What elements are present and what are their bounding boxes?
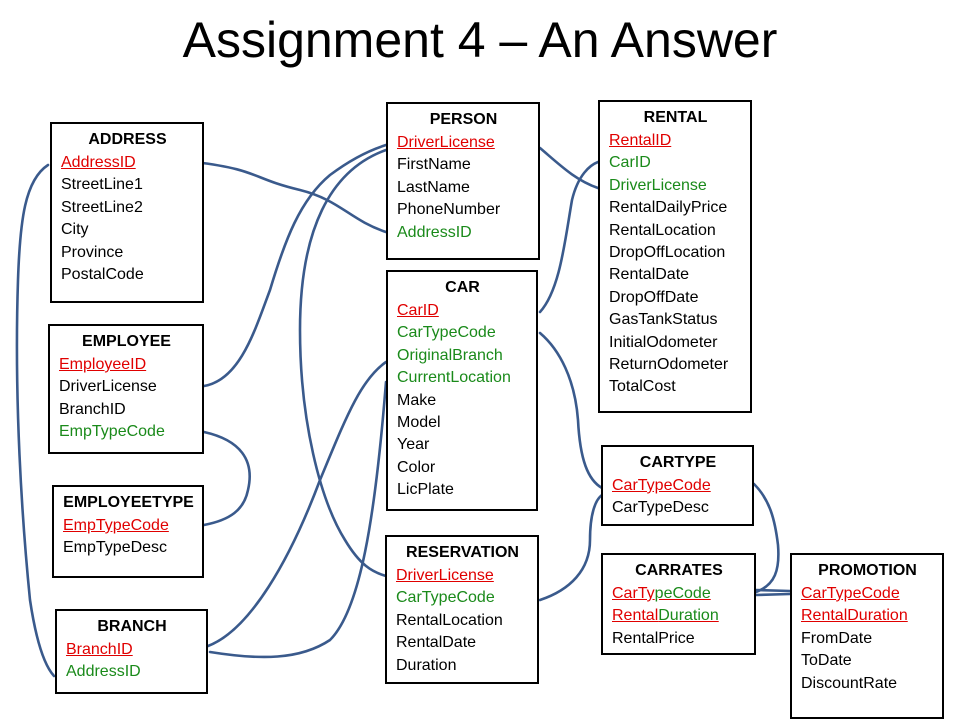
reservation-attr-rentallocation: RentalLocation: [396, 611, 503, 629]
link-branch-car-original: [206, 360, 388, 648]
reservation-attr-rentaldate: RentalDate: [396, 634, 477, 652]
link-address-person: [193, 160, 388, 234]
employeetype-title: EMPLOYEETYPE: [63, 494, 194, 511]
promotion-attr-cartypecode: CarTypeCode: [801, 585, 900, 602]
person-attr-driverlicense: DriverLicense: [397, 134, 495, 151]
cartype-attr-cartypedesc: CarTypeDesc: [612, 499, 709, 517]
cartype-attr-cartypecode: CarTypeCode: [612, 477, 711, 494]
person-attr-lastname: LastName: [397, 178, 470, 196]
address-attr-streetline1: StreetLine1: [61, 176, 143, 194]
cartype-title: CARTYPE: [639, 454, 717, 471]
link-person-rental: [538, 146, 600, 190]
rental-attr-rentallocation: RentalLocation: [609, 221, 716, 239]
rental-attr-driverlicense: DriverLicense: [609, 176, 707, 194]
rental-attr-totalcost: TotalCost: [609, 378, 676, 396]
car-attr-make: Make: [397, 391, 437, 409]
promotion-attr-todate: ToDate: [801, 652, 852, 670]
carrates-attr-rentalprice: RentalPrice: [612, 629, 695, 647]
link-branch-car-current: [208, 380, 388, 659]
rental-attr-rentaldailyprice: RentalDailyPrice: [609, 199, 728, 217]
car-attr-year: Year: [397, 436, 430, 454]
car-attr-currentlocation: CurrentLocation: [397, 369, 511, 387]
car-attr-originalbranch: OriginalBranch: [397, 346, 503, 364]
address-attr-postalcode: PostalCode: [61, 266, 144, 284]
rental-title: RENTAL: [643, 109, 708, 126]
page-title: Assignment 4 – An Answer: [182, 12, 778, 68]
employee-title: EMPLOYEE: [82, 333, 171, 350]
link-address-branch: [15, 163, 56, 678]
branch-attr-addressid: AddressID: [66, 663, 141, 681]
branch-attr-branchid: BranchID: [66, 641, 133, 658]
person-attr-firstname: FirstName: [397, 156, 471, 174]
carrates-attr-part-red: Rental: [612, 607, 659, 625]
link-employee-emptype: [202, 430, 251, 527]
carrates-attr-part-green: Duration: [658, 607, 719, 625]
reservation-title: RESERVATION: [406, 544, 519, 561]
promotion-title: PROMOTION: [818, 562, 917, 579]
car-title: CAR: [445, 279, 480, 296]
person-attr-addressid: AddressID: [397, 223, 472, 241]
address-attr-streetline2: StreetLine2: [61, 198, 143, 216]
rental-attr-dropofflocation: DropOffLocation: [609, 244, 726, 262]
rental-attr-rentaldate: RentalDate: [609, 266, 690, 284]
link-person-reservation: [298, 148, 388, 578]
promotion-attr-rentalduration: RentalDuration: [801, 607, 908, 625]
carrates-attr-cartypecode: CarTypeCode: [612, 583, 746, 605]
reservation-attr-cartypecode: CarTypeCode: [396, 589, 495, 607]
address-attr-province: Province: [61, 243, 124, 261]
address-attr-city: City: [61, 221, 89, 239]
entity-branch: BRANCH BranchID AddressID: [55, 609, 208, 694]
car-attr-color: Color: [397, 458, 436, 476]
link-car-rental: [538, 160, 600, 314]
promotion-attr-fromdate: FromDate: [801, 629, 873, 647]
link-car-cartype: [538, 331, 604, 490]
employee-attr-driverlicense: DriverLicense: [59, 378, 157, 396]
promotion-attr-discountrate: DiscountRate: [801, 674, 898, 692]
link-employee-person: [202, 143, 388, 388]
rental-attr-initialodometer: InitialOdometer: [609, 333, 718, 351]
branch-title: BRANCH: [97, 618, 167, 635]
car-attr-licplate: LicPlate: [397, 481, 454, 499]
rental-attr-carid: CarID: [609, 154, 651, 172]
employee-attr-emptypecode: EmpTypeCode: [59, 423, 165, 441]
employee-attr-employeeid: EmployeeID: [59, 356, 147, 373]
rental-attr-returnodometer: ReturnOdometer: [609, 356, 729, 374]
rental-attr-rentalid: RentalID: [609, 132, 672, 149]
address-attr-addressid: AddressID: [61, 154, 136, 171]
car-attr-model: Model: [397, 414, 441, 432]
carrates-attr-part-green: peCode: [654, 585, 711, 602]
car-attr-cartypecode: CarTypeCode: [397, 324, 496, 342]
employee-attr-branchid: BranchID: [59, 400, 126, 418]
rental-attr-dropoffdate: DropOffDate: [609, 288, 699, 306]
link-carrates-promotion-2: [754, 592, 792, 597]
employeetype-attr-emptypedesc: EmpTypeDesc: [63, 539, 168, 557]
rental-attr-gastankstatus: GasTankStatus: [609, 311, 718, 329]
person-attr-phonenumber: PhoneNumber: [397, 201, 501, 219]
link-carrates-promotion-1: [754, 588, 792, 593]
reservation-attr-duration: Duration: [396, 656, 457, 674]
reservation-attr-driverlicense: DriverLicense: [396, 567, 494, 584]
carrates-attr-part-red: CarTy: [612, 585, 655, 602]
carrates-attr-rentalduration: RentalDuration: [612, 605, 746, 627]
car-attr-carid: CarID: [397, 302, 439, 319]
link-reservation-cartype: [538, 493, 604, 602]
employeetype-attr-emptypecode: EmpTypeCode: [63, 517, 169, 534]
carrates-title: CARRATES: [635, 562, 723, 579]
person-title: PERSON: [429, 111, 498, 128]
address-title: ADDRESS: [88, 131, 167, 148]
link-cartype-carrates: [752, 482, 780, 594]
